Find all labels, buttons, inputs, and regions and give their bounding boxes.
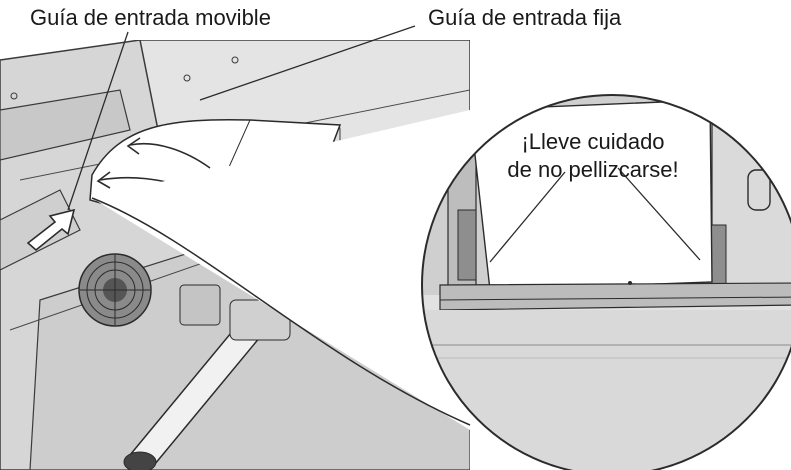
fixed-guide-label: Guía de entrada fija <box>428 5 622 30</box>
movable-guide-label: Guía de entrada movible <box>30 5 271 30</box>
magnifier-ring <box>421 94 791 470</box>
movable-guide-leader <box>67 31 129 211</box>
pinch-warning-line-1: ¡Lleve cuidado <box>521 129 665 154</box>
insertion-arrow-icon <box>26 208 76 252</box>
pinch-warning-line-2: de no pellizcarse! <box>507 157 679 182</box>
fixed-guide-leader <box>199 25 416 101</box>
magnifier-cone <box>92 110 470 430</box>
fan-grille-icon <box>78 253 152 327</box>
pinch-warning: ¡Lleve cuidado de no pellizcarse! <box>488 128 698 184</box>
